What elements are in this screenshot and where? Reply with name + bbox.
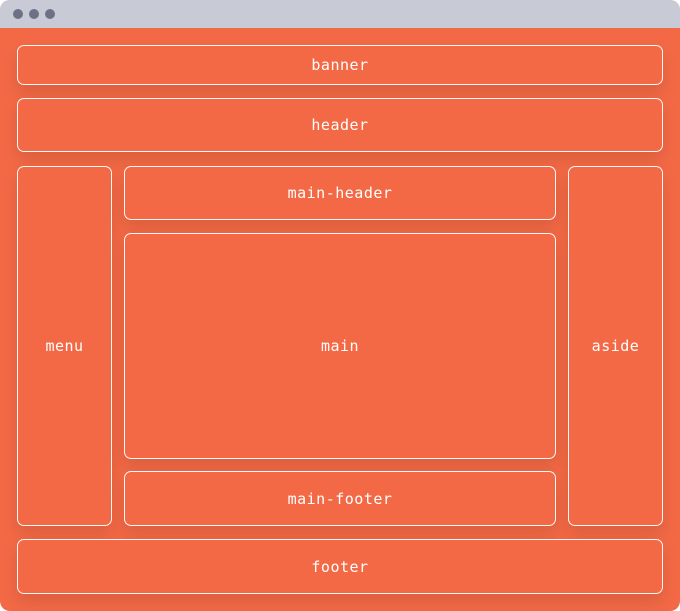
window-control-dot[interactable] (29, 9, 39, 19)
window-control-dot[interactable] (45, 9, 55, 19)
banner-region: banner (17, 45, 663, 85)
footer-region: footer (17, 539, 663, 594)
aside-region: aside (568, 166, 663, 526)
window-control-dot[interactable] (13, 9, 23, 19)
main-region: main (124, 233, 556, 459)
menu-region: menu (17, 166, 112, 526)
window-titlebar (0, 0, 680, 28)
main-footer-region: main-footer (124, 471, 556, 526)
main-header-region: main-header (124, 166, 556, 220)
header-region: header (17, 98, 663, 152)
